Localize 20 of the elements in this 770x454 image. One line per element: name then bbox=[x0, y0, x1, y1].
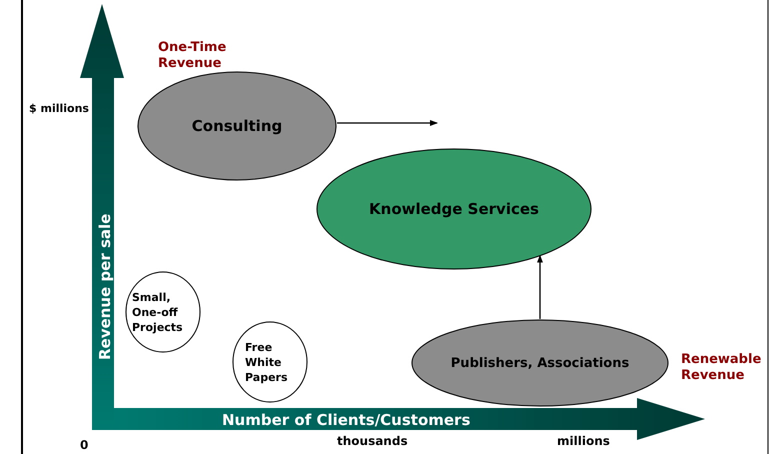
node-label: Consulting bbox=[192, 117, 282, 135]
ellipse-node bbox=[232, 321, 308, 403]
ellipse-node bbox=[137, 71, 337, 181]
revenue-type-label: One-Time Revenue bbox=[158, 40, 228, 72]
tick-label: millions bbox=[557, 434, 610, 448]
node-label: Free White Papers bbox=[245, 340, 288, 384]
arrow bbox=[537, 254, 543, 319]
node-label: Publishers, Associations bbox=[450, 356, 630, 370]
ellipse-node bbox=[316, 148, 592, 270]
revenue-type-label: Renewable Revenue bbox=[681, 352, 762, 384]
tick-label: 0 bbox=[80, 438, 88, 452]
ellipse-node bbox=[411, 319, 669, 407]
axis-title: Revenue per sale bbox=[96, 214, 114, 360]
arrow bbox=[337, 120, 438, 126]
node-label: Small, One-off Projects bbox=[132, 290, 184, 334]
tick-label: thousands bbox=[337, 434, 408, 448]
ellipse-node bbox=[125, 271, 201, 353]
node-label: Knowledge Services bbox=[369, 200, 539, 218]
axis-title: Number of Clients/Customers bbox=[222, 411, 470, 429]
axis-unit-label: $ millions bbox=[29, 102, 89, 116]
